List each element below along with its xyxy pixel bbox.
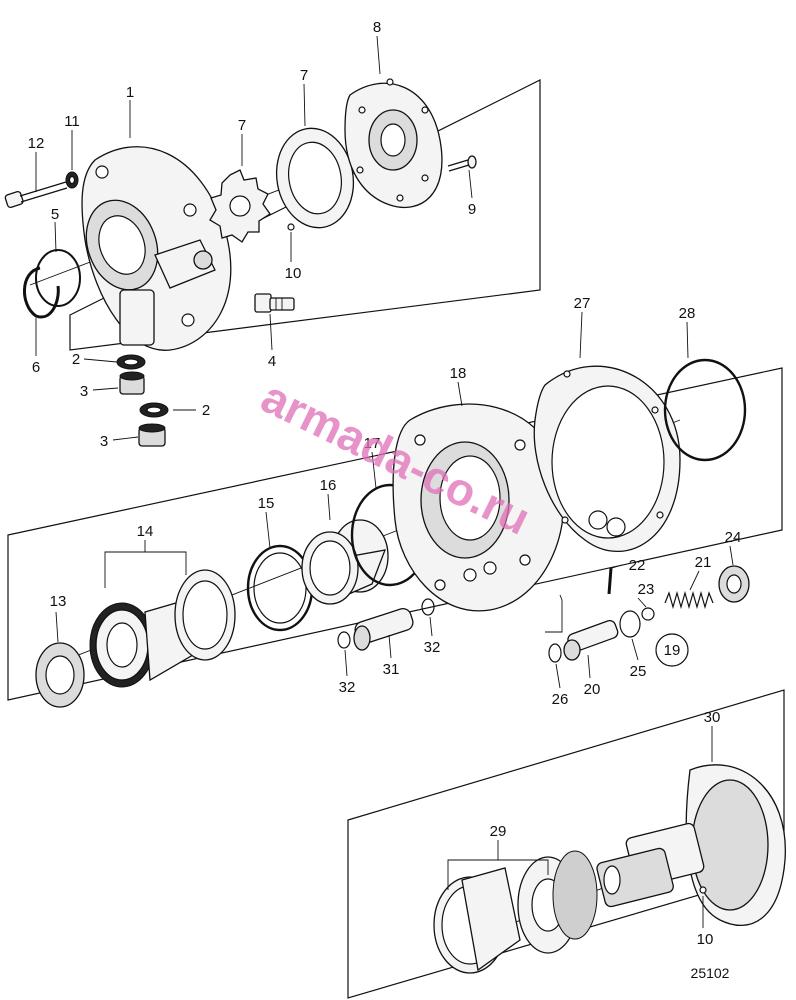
label-3a: 3 bbox=[80, 383, 88, 400]
label-5: 5 bbox=[51, 206, 59, 223]
label-32a: 32 bbox=[339, 679, 356, 696]
label-32b: 32 bbox=[424, 639, 441, 656]
drawing-number: 25102 bbox=[691, 965, 730, 981]
snap-ring-6 bbox=[23, 266, 60, 319]
label-11: 11 bbox=[64, 113, 80, 130]
gear-shaft-30 bbox=[596, 764, 786, 927]
label-27: 27 bbox=[574, 295, 591, 312]
label-2a: 2 bbox=[72, 351, 80, 368]
o-ring-25 bbox=[619, 610, 641, 638]
label-1: 1 bbox=[126, 84, 134, 101]
label-26: 26 bbox=[552, 691, 569, 708]
label-25: 25 bbox=[630, 663, 647, 680]
screw-9 bbox=[447, 155, 477, 172]
label-13: 13 bbox=[50, 593, 67, 610]
label-28: 28 bbox=[679, 305, 696, 322]
label-7b: 7 bbox=[300, 67, 308, 84]
label-31: 31 bbox=[383, 661, 400, 678]
pump-housing bbox=[81, 146, 232, 351]
snap-ring-32a bbox=[337, 631, 351, 649]
label-18: 18 bbox=[450, 365, 467, 382]
taper-bearing-14 bbox=[89, 569, 236, 688]
label-16: 16 bbox=[320, 477, 337, 494]
label-19: 19 bbox=[664, 642, 681, 659]
label-14: 14 bbox=[137, 523, 154, 540]
snap-ring-26 bbox=[548, 643, 562, 663]
label-15: 15 bbox=[258, 495, 275, 512]
label-4: 4 bbox=[268, 353, 276, 370]
pin-22 bbox=[607, 567, 613, 595]
o-ring-5 bbox=[35, 249, 81, 307]
bushing-16 bbox=[301, 519, 389, 605]
plug-3b bbox=[138, 423, 166, 447]
part-labels: 1 2 2 3 3 4 5 6 7 7 8 9 10 10 11 12 13 1… bbox=[28, 19, 742, 948]
label-29: 29 bbox=[490, 823, 507, 840]
ball-23 bbox=[641, 607, 655, 621]
label-21: 21 bbox=[695, 554, 712, 571]
callout-circle-19 bbox=[655, 633, 689, 667]
pin-10b bbox=[699, 886, 707, 894]
bearing-cup-29 bbox=[433, 867, 521, 974]
plug-3a bbox=[119, 371, 145, 395]
label-30: 30 bbox=[704, 709, 721, 726]
connector-4 bbox=[254, 293, 295, 313]
leader-lines bbox=[35, 35, 734, 928]
pump-cover-8 bbox=[344, 78, 443, 209]
snap-ring-32b bbox=[421, 598, 435, 616]
label-6: 6 bbox=[32, 359, 40, 376]
label-22: 22 bbox=[629, 557, 646, 574]
gasket-27 bbox=[533, 365, 681, 552]
label-23: 23 bbox=[638, 581, 655, 598]
label-2b: 2 bbox=[202, 402, 210, 419]
o-ring-28 bbox=[663, 358, 747, 462]
inner-gear-7 bbox=[209, 169, 271, 243]
bolt-12 bbox=[4, 181, 68, 208]
label-20: 20 bbox=[584, 681, 601, 698]
label-10b: 10 bbox=[697, 931, 714, 948]
outer-rotor-7 bbox=[275, 127, 355, 229]
label-9: 9 bbox=[468, 201, 476, 218]
spring-21 bbox=[664, 590, 714, 610]
label-10a: 10 bbox=[285, 265, 302, 282]
label-7a: 7 bbox=[238, 117, 246, 134]
pin-10a bbox=[287, 223, 295, 231]
label-12: 12 bbox=[28, 135, 45, 152]
label-24: 24 bbox=[725, 529, 742, 546]
plug-24 bbox=[718, 565, 750, 603]
label-17: 17 bbox=[364, 435, 381, 452]
nut-13 bbox=[35, 642, 85, 708]
housing-18 bbox=[392, 403, 565, 612]
label-3b: 3 bbox=[100, 433, 108, 450]
bearing-cone-29 bbox=[517, 850, 598, 954]
valve-20 bbox=[563, 620, 619, 661]
spool-31 bbox=[353, 608, 414, 651]
label-8: 8 bbox=[373, 19, 381, 36]
